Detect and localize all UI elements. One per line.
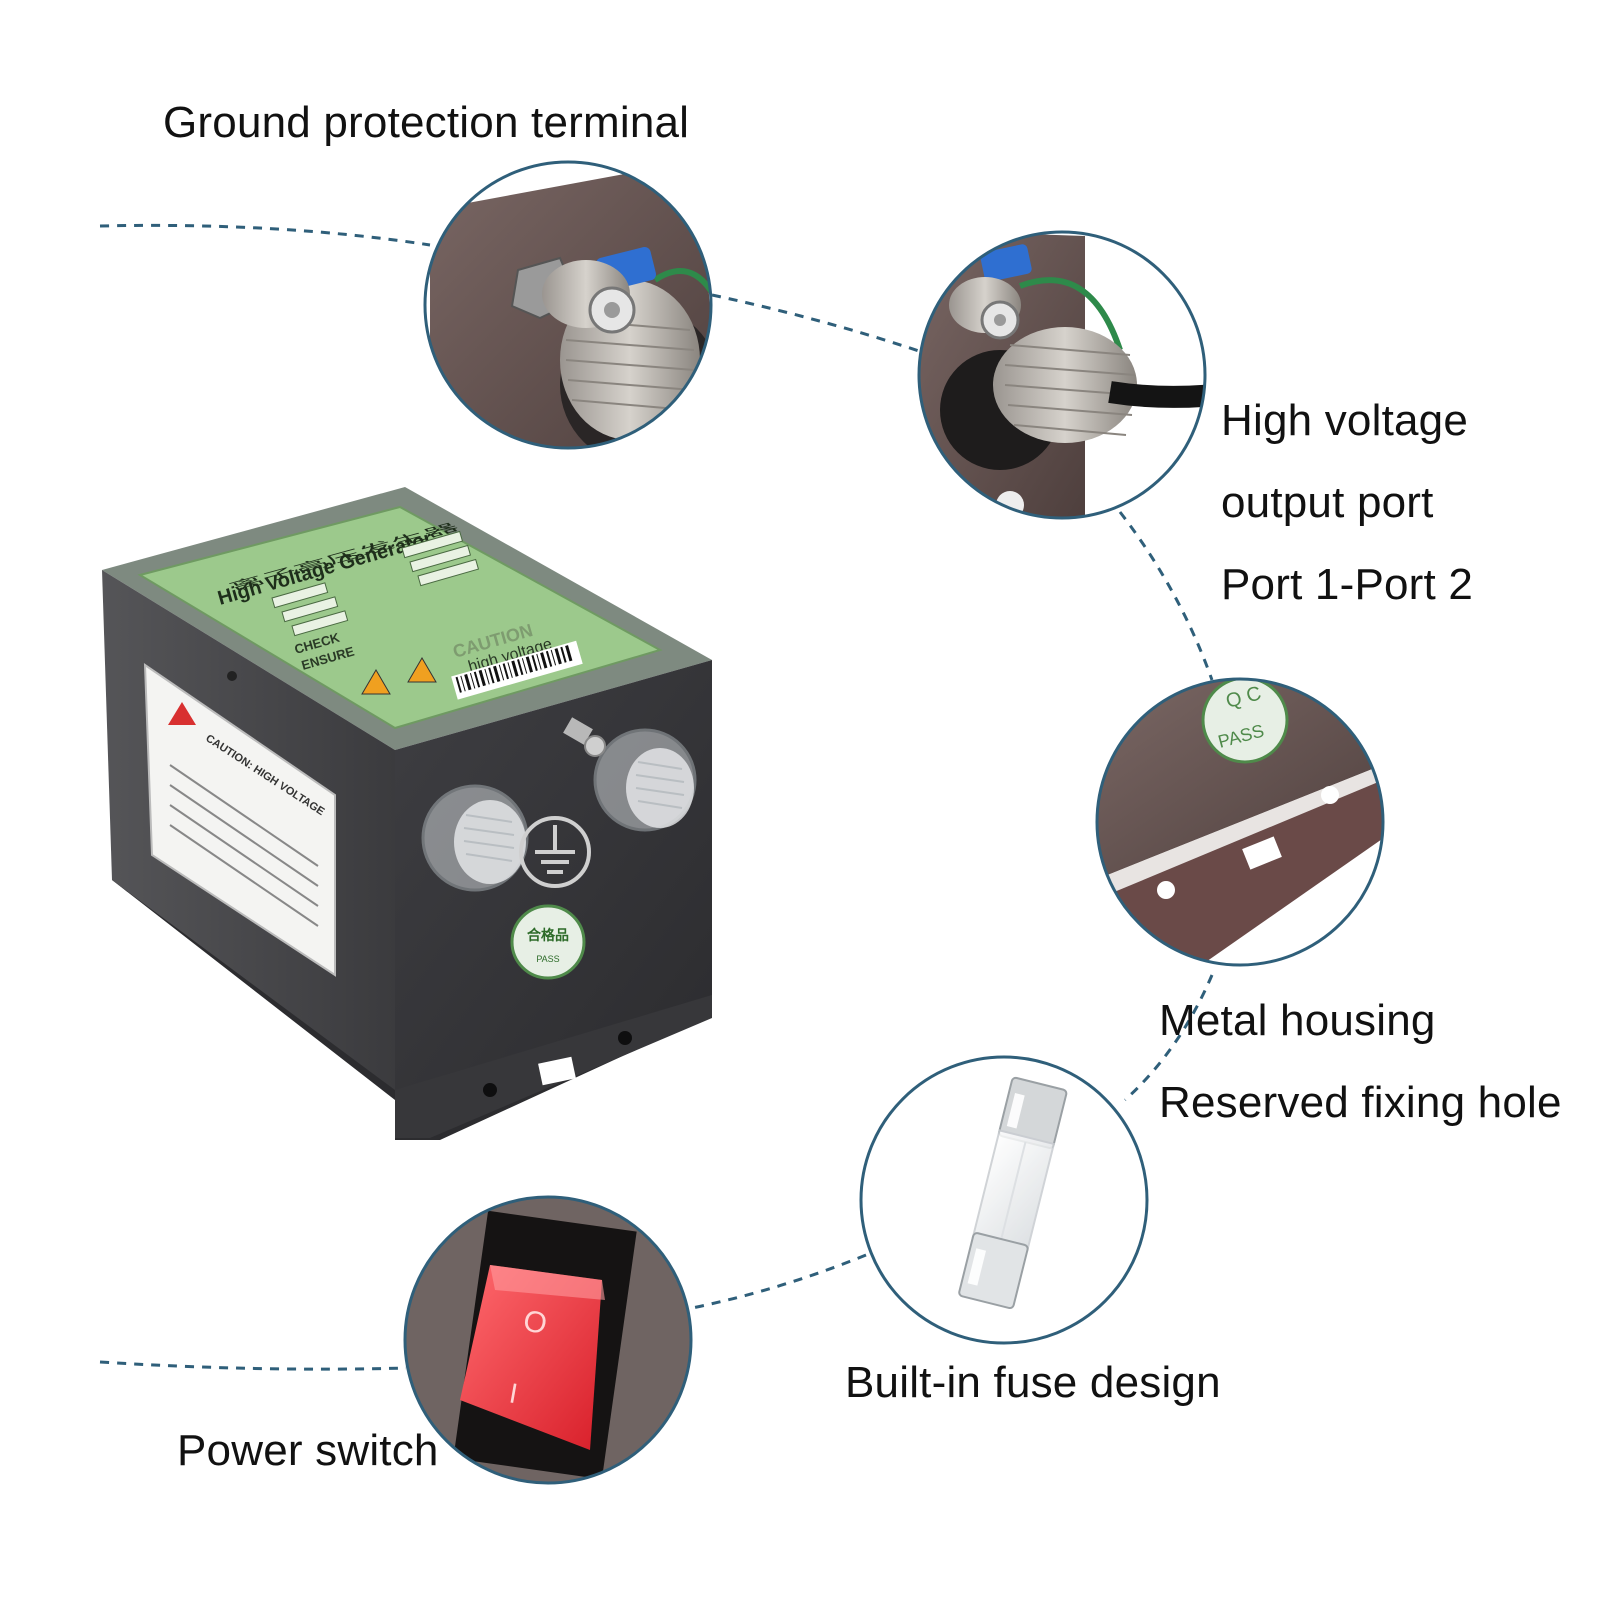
detail-power-ring — [403, 1195, 693, 1485]
label-metal-line1: Metal housing — [1159, 996, 1436, 1045]
connector-ground-left — [99, 223, 431, 247]
rocker-switch-face — [460, 1265, 602, 1450]
detail-metal-ring — [1095, 677, 1385, 967]
detail-hv-ring — [917, 230, 1207, 520]
front-ground-screw — [563, 717, 606, 757]
front-output-port-1 — [421, 784, 529, 892]
connector-lines — [99, 223, 1214, 1371]
label-ground-terminal: Ground protection terminal — [163, 82, 689, 164]
connector-metal-fuse — [1123, 974, 1214, 1102]
qc-sticker: 合格品 PASS — [510, 904, 586, 980]
detail-fuse — [859, 1055, 1149, 1345]
connector-fuse-power — [691, 1253, 867, 1310]
detail-ground-terminal — [423, 160, 713, 450]
warning-triangles — [361, 657, 437, 695]
label-metal-line2: Reserved fixing hole — [1159, 1078, 1562, 1127]
label-fuse-text: Built-in fuse design — [845, 1358, 1221, 1407]
ground-symbol-icon — [519, 816, 591, 888]
front-output-port-2 — [593, 728, 697, 832]
label-power-text: Power switch — [177, 1426, 439, 1475]
generator-unit: 离子高压发生器 High Voltage Generator CHECK ENS… — [102, 487, 712, 1140]
connector-ground-hv — [711, 293, 923, 354]
detail-metal-housing: Q C PASS — [1095, 677, 1385, 967]
label-hv-line1: High voltage — [1221, 396, 1468, 445]
label-hv-output-port: High voltage output port Port 1-Port 2 — [1221, 380, 1473, 626]
connector-hv-metal — [1118, 511, 1214, 681]
label-metal-housing: Metal housing Reserved fixing hole — [1159, 980, 1562, 1144]
qc-pass-badge — [1201, 679, 1289, 764]
label-hv-line2: output port — [1221, 478, 1434, 527]
detail-power-switch: O I — [403, 1195, 693, 1485]
qc-sticker-title: 合格品 — [527, 927, 569, 943]
side-warning-label — [143, 663, 336, 977]
label-fuse: Built-in fuse design — [845, 1342, 1221, 1424]
detail-ground-ring — [423, 160, 713, 450]
barcode — [451, 640, 583, 700]
detail-fuse-ring — [859, 1055, 1149, 1345]
qc-sticker-pass: PASS — [536, 954, 559, 964]
detail-hv-output-port — [917, 230, 1207, 520]
label-ground-text: Ground protection terminal — [163, 98, 690, 147]
switch-on-mark: O — [521, 1304, 550, 1341]
label-power-switch: Power switch — [177, 1410, 439, 1492]
label-hv-line3: Port 1-Port 2 — [1221, 560, 1474, 609]
connector-power-left — [99, 1360, 407, 1371]
